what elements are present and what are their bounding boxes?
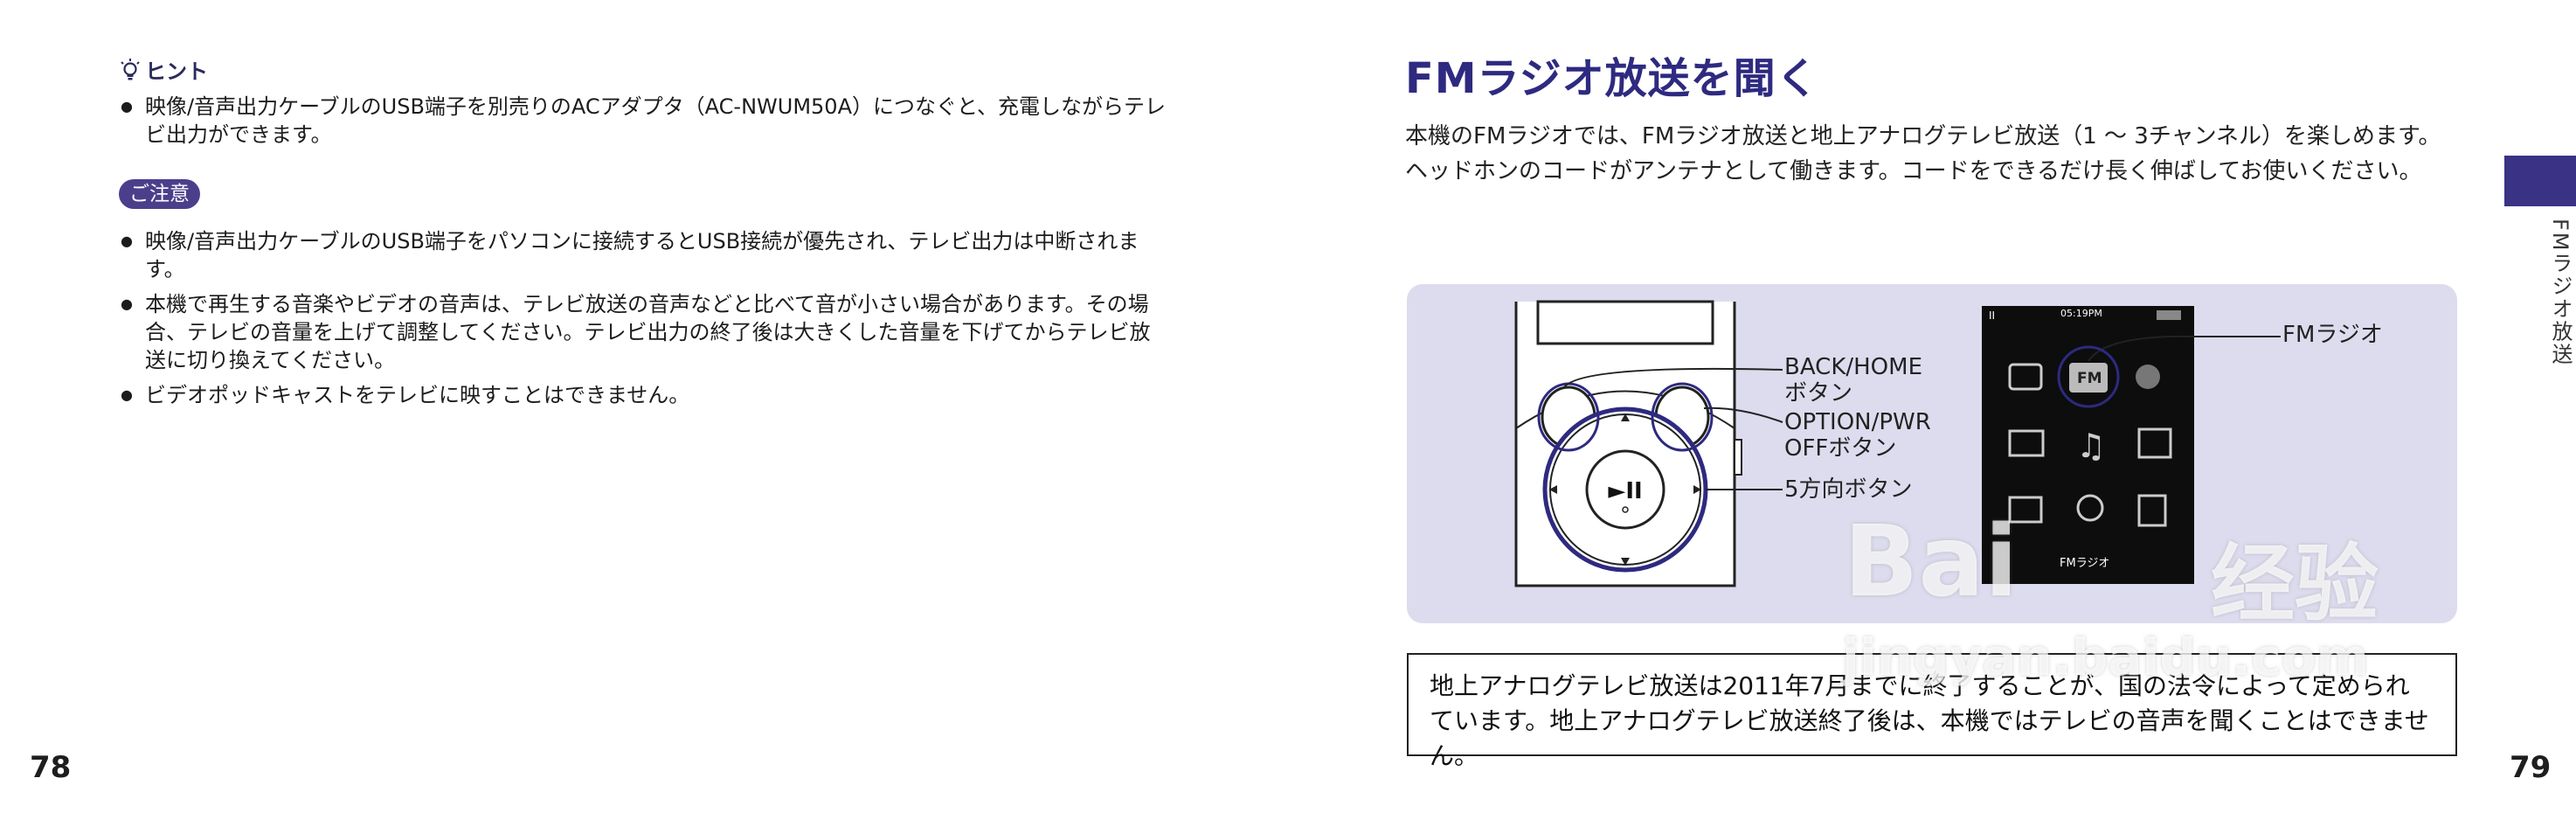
svg-text:♫: ♫ bbox=[2076, 427, 2106, 465]
page-number-right: 79 bbox=[2510, 750, 2552, 785]
fm-radio-callout: FMラジオ bbox=[2282, 322, 2383, 348]
svg-text:►II: ►II bbox=[1608, 478, 1642, 504]
device-drawing: ►II II ♫ bbox=[1514, 300, 2281, 587]
intro-text: 本機のFMラジオでは、FMラジオ放送と地上アナログテレビ放送（1 ～ 3チャンネ… bbox=[1405, 119, 2464, 189]
caution-item: ビデオポッドキャストをテレビに映すことはできません。 bbox=[119, 381, 1167, 409]
page-title: FMラジオ放送を聞く bbox=[1405, 54, 1819, 103]
caution-item: 映像/音声出力ケーブルのUSB端子をパソコンに接続するとUSB接続が優先され、テ… bbox=[119, 227, 1167, 283]
callout-text: ボタン bbox=[1784, 380, 1853, 406]
hint-heading: ヒント bbox=[119, 54, 208, 85]
screen-time: 05:19PM bbox=[2060, 308, 2102, 319]
back-home-callout: BACK/HOME ボタン bbox=[1784, 354, 1922, 406]
hint-item: 映像/音声出力ケーブルのUSB端子を別売りのACアダプタ（AC-NWUM50A）… bbox=[119, 93, 1167, 149]
caution-badge: ご注意 bbox=[119, 179, 200, 209]
callout-text: OPTION/PWR bbox=[1784, 409, 1931, 435]
hint-list: 映像/音声出力ケーブルのUSB端子を別売りのACアダプタ（AC-NWUM50A）… bbox=[119, 93, 1167, 149]
caution-list: 映像/音声出力ケーブルのUSB端子をパソコンに接続するとUSB接続が優先され、テ… bbox=[119, 227, 1167, 416]
notice-line: 地上アナログテレビ放送は2011年7月までに終了することが、国の法令によって定め… bbox=[1430, 671, 2410, 700]
five-way-callout: 5方向ボタン bbox=[1784, 476, 1913, 503]
notice-box: 地上アナログテレビ放送は2011年7月までに終了することが、国の法令によって定め… bbox=[1407, 653, 2457, 770]
callout-text: OFFボタン bbox=[1784, 435, 1897, 462]
svg-text:II: II bbox=[1989, 309, 1995, 322]
caution-item: 本機で再生する音楽やビデオの音声は、テレビ放送の音声などと比べて音が小さい場合が… bbox=[119, 290, 1167, 374]
page-number-left: 78 bbox=[30, 750, 72, 785]
option-pwr-callout: OPTION/PWR OFFボタン bbox=[1784, 409, 1931, 462]
intro-paragraph: ヘッドホンのコードがアンテナとして働きます。コードをできるだけ長く伸ばしてお使い… bbox=[1405, 158, 2422, 184]
section-tab bbox=[2504, 156, 2576, 206]
notice-line: ています。地上アナログテレビ放送終了後は、本機ではテレビの音声を聞くことはできま… bbox=[1430, 706, 2429, 770]
callout-text: BACK/HOME bbox=[1784, 354, 1923, 380]
screen-caption: FMラジオ bbox=[2060, 557, 2110, 570]
device-illustration: ►II II ♫ 05:19PM FM FMラジオ B bbox=[1407, 284, 2457, 623]
intro-paragraph: 本機のFMラジオでは、FMラジオ放送と地上アナログテレビ放送（1 ～ 3チャンネ… bbox=[1405, 123, 2441, 149]
fm-menu-icon-text: FM bbox=[2077, 370, 2102, 387]
hint-heading-text: ヒント bbox=[145, 59, 208, 84]
lightbulb-icon bbox=[121, 58, 140, 80]
player-display bbox=[1982, 306, 2194, 584]
section-tab-label: FMラジオ放送 bbox=[2548, 219, 2573, 366]
player-screen bbox=[1536, 300, 1714, 345]
